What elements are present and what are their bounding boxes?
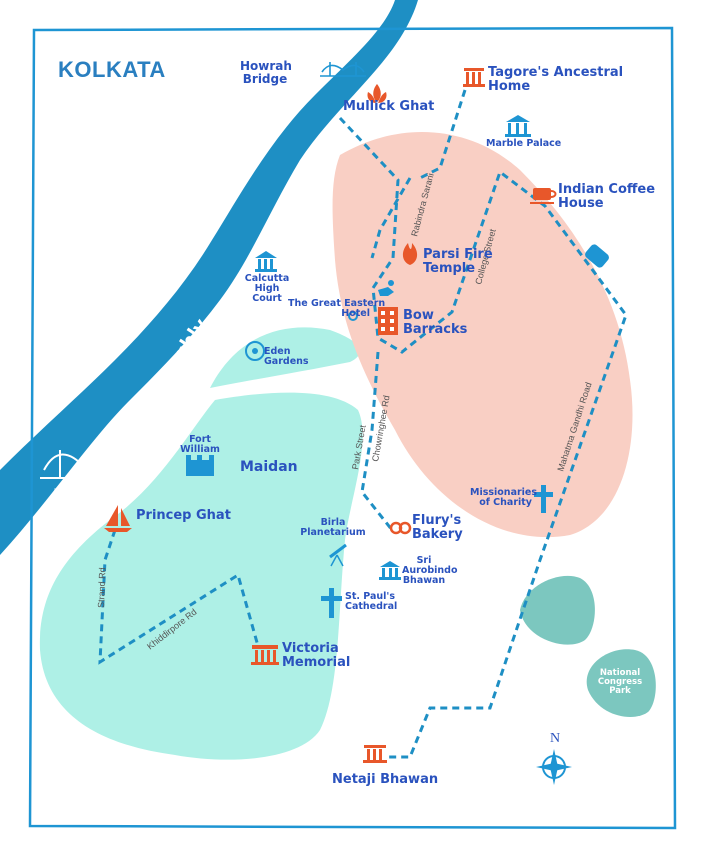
- marble-palace-icon: [505, 115, 531, 137]
- bridge-icon: [320, 62, 366, 77]
- label-vidyasagar-setu[interactable]: Vidyasagar Setu: [54, 488, 108, 507]
- taxi-icon: [585, 244, 609, 268]
- label-national-congress-park[interactable]: National Congress Park: [597, 668, 643, 696]
- fire-icon: [402, 243, 418, 265]
- label-eden-gardens[interactable]: Eden Gardens: [264, 346, 309, 367]
- label-great-eastern-hotel[interactable]: The Great Eastern Hotel: [288, 298, 386, 319]
- fort-icon: [186, 455, 214, 476]
- label-birla-planetarium[interactable]: Birla Planetarium: [300, 517, 366, 538]
- aurobindo-icon: [379, 561, 401, 580]
- map-title: KOLKATA: [58, 57, 166, 82]
- label-st-pauls-cathedral[interactable]: St. Paul's Cathedral: [345, 591, 398, 612]
- netaji-bhawan-icon: [363, 745, 387, 763]
- label-sri-aurobindo-bhawan[interactable]: Sri Aurobindo Bhawan: [402, 555, 458, 586]
- label-marble-palace[interactable]: Marble Palace: [486, 138, 562, 149]
- label-parsi-fire-temple[interactable]: Parsi Fire Temple: [423, 247, 493, 276]
- street-strand-rd: Strand Rd: [96, 567, 107, 608]
- label-missionaries-of-charity[interactable]: Missionaries of Charity: [470, 487, 538, 508]
- label-indian-coffee-house[interactable]: Indian Coffee House: [558, 182, 656, 211]
- label-mullick-ghat[interactable]: Mullick Ghat: [343, 99, 435, 114]
- hooghly-river: [0, 0, 418, 555]
- cathedral-cross-icon: [321, 588, 342, 618]
- maidan-park-area: [39, 392, 363, 760]
- cross-icon: [534, 485, 553, 513]
- label-calcutta-high-court[interactable]: Calcutta High Court: [244, 273, 290, 304]
- map-border: [28, 26, 677, 830]
- label-maidan: Maidan: [240, 459, 298, 475]
- central-kolkata-zone: [332, 132, 633, 538]
- victoria-memorial-icon: [251, 645, 279, 665]
- label-princep-ghat[interactable]: Princep Ghat: [136, 508, 231, 523]
- pretzel-icon: [389, 521, 412, 535]
- hotel-icon: [348, 311, 358, 321]
- compass-rose-icon: [536, 749, 572, 785]
- telescope-icon: [329, 543, 347, 567]
- label-netaji-bhawan[interactable]: Netaji Bhawan: [332, 772, 439, 787]
- vidyasagar-bridge-icon: [40, 450, 130, 479]
- compass-north-label: N: [550, 731, 560, 746]
- label-tagore-home[interactable]: Tagore's Ancestral Home: [488, 65, 624, 94]
- label-fort-william[interactable]: Fort William: [180, 434, 220, 455]
- label-victoria-memorial[interactable]: Victoria Memorial: [282, 641, 351, 670]
- coffee-cup-icon: [530, 188, 557, 204]
- court-icon: [255, 251, 277, 272]
- tagore-home-icon: [463, 68, 485, 87]
- label-flurys-bakery[interactable]: Flury's Bakery: [412, 513, 463, 542]
- building-windows: [381, 311, 394, 331]
- football-icon: [245, 341, 265, 361]
- route-lines: [98, 89, 628, 759]
- green-patch: [520, 575, 595, 645]
- label-bow-barracks[interactable]: Bow Barracks: [403, 308, 468, 337]
- runner-icon: [378, 280, 394, 296]
- eden-gardens-park-area: [210, 327, 360, 388]
- label-howrah-bridge[interactable]: Howrah Bridge: [240, 59, 292, 86]
- lotus-icon: [367, 84, 387, 103]
- sailboat-icon: [104, 505, 132, 532]
- national-congress-park-area: [586, 649, 656, 717]
